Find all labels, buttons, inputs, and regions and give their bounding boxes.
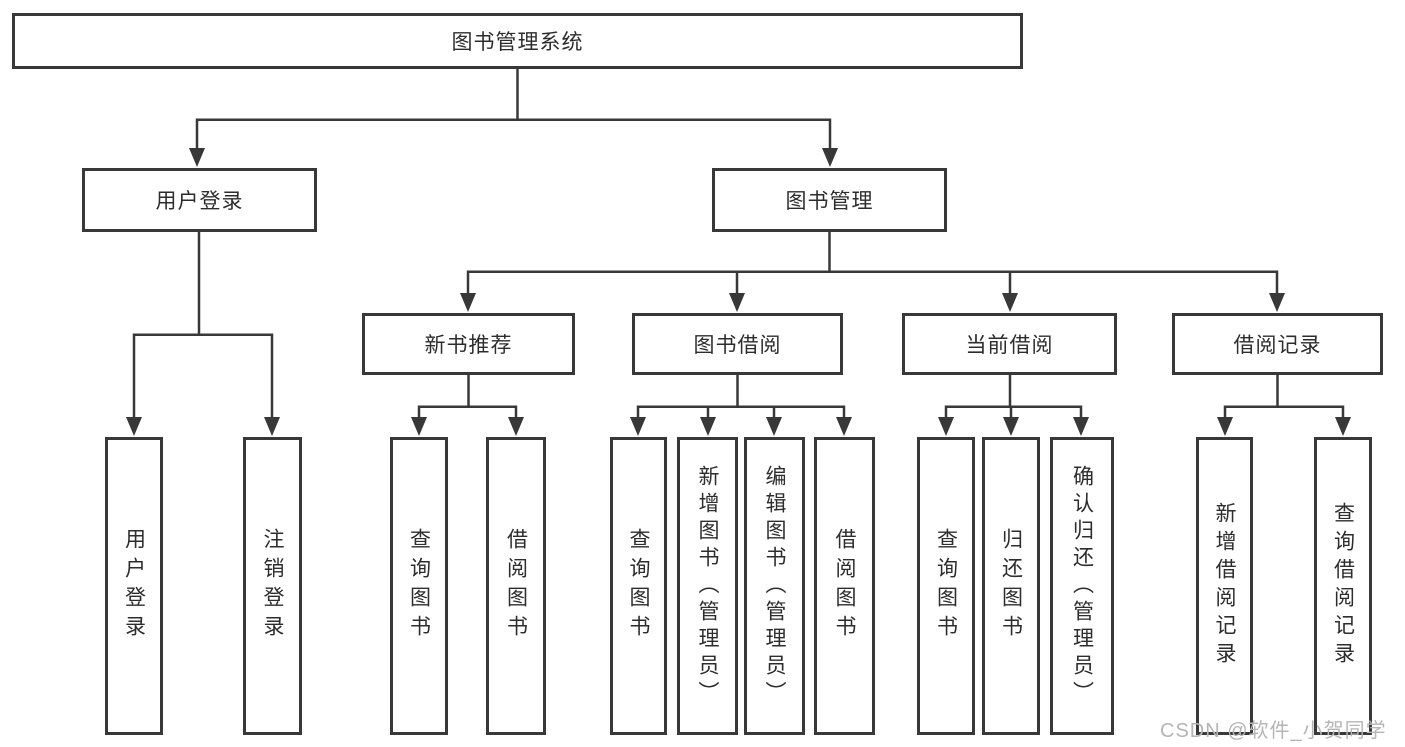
node-label: 用户登录 — [155, 190, 244, 213]
node-label: 当前借阅 — [965, 334, 1054, 357]
node-label: 查询图书 — [627, 528, 650, 644]
leaf-query-books-borrow: 查询图书 — [610, 437, 667, 735]
node-label: 图书管理 — [785, 190, 874, 213]
node-label: 注销登录 — [261, 528, 284, 644]
leaf-borrow-books: 借阅图书 — [814, 437, 875, 735]
arrowhead-icons — [126, 148, 1351, 436]
node-label: 新书推荐 — [424, 334, 513, 357]
leaf-add-borrow-record: 新增借阅记录 — [1196, 437, 1253, 735]
leaf-return-books: 归还图书 — [982, 437, 1040, 735]
node-label: 借阅图书 — [504, 528, 528, 644]
node-label: 查询图书 — [407, 528, 431, 644]
node-label: 新增借阅记录 — [1213, 502, 1236, 670]
node-label: 编辑图书（管理员） — [763, 464, 786, 708]
node-label: 用户登录 — [122, 528, 146, 644]
node-label: 图书管理系统 — [451, 31, 584, 54]
node-root: 图书管理系统 — [12, 13, 1023, 69]
leaf-query-books-recommend: 查询图书 — [390, 437, 448, 735]
leaf-query-borrow-record: 查询借阅记录 — [1314, 437, 1372, 735]
node-label: 归还图书 — [999, 528, 1023, 644]
leaf-add-book-admin: 新增图书（管理员） — [677, 437, 738, 735]
node-new-book-recommend: 新书推荐 — [362, 313, 575, 375]
node-borrow-records: 借阅记录 — [1172, 313, 1383, 375]
node-label: 图书借阅 — [693, 334, 782, 357]
node-label: 借阅图书 — [833, 528, 856, 644]
leaf-edit-book-admin: 编辑图书（管理员） — [744, 437, 805, 735]
node-book-borrow: 图书借阅 — [632, 313, 843, 375]
node-label: 借阅记录 — [1233, 334, 1322, 357]
leaf-user-login: 用户登录 — [105, 437, 163, 735]
node-label: 新增图书（管理员） — [696, 464, 719, 708]
leaf-logout: 注销登录 — [243, 437, 302, 735]
leaf-confirm-return-admin: 确认归还（管理员） — [1050, 437, 1114, 735]
node-book-management: 图书管理 — [712, 168, 947, 232]
leaf-borrow-books-recommend: 借阅图书 — [486, 437, 546, 735]
watermark: CSDN @软件_小贺同学 — [1160, 720, 1387, 742]
node-label: 查询图书 — [934, 528, 958, 644]
leaf-query-books-current: 查询图书 — [917, 437, 975, 735]
node-label: 确认归还（管理员） — [1070, 464, 1094, 708]
node-label: 查询借阅记录 — [1331, 502, 1355, 670]
node-user-login: 用户登录 — [82, 168, 317, 232]
node-current-borrow: 当前借阅 — [902, 313, 1117, 375]
